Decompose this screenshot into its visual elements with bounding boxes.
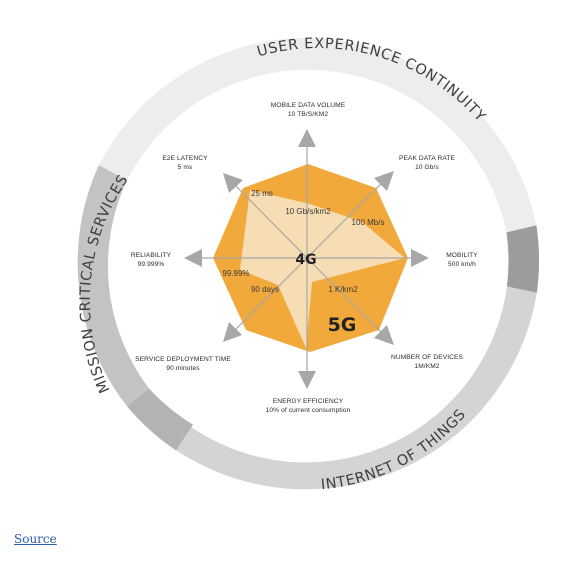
axis-value-mobility: 500 km/h [448, 261, 476, 268]
arrowhead-reliability [184, 249, 202, 267]
arrowhead-mobility [411, 249, 429, 267]
inner-label-devices: 1 K/km2 [328, 285, 358, 294]
source-link[interactable]: Source [14, 532, 57, 546]
axis-value-data-volume: 10 TB/S/KM2 [288, 111, 328, 118]
axis-value-energy: 10% of current consumption [266, 407, 351, 414]
label-5g: 5G [328, 314, 357, 336]
axis-label-latency: E2E LATENCY [162, 155, 208, 162]
ring-segment-user-experience [98, 37, 537, 233]
ring-segment-iot-lower-left [127, 388, 193, 451]
axis-arrowheads [184, 129, 429, 389]
4g-area [240, 190, 405, 348]
arrowhead-deployment [223, 322, 242, 342]
axis-value-peak-rate: 10 Gb/s [415, 164, 439, 171]
axis-label-deployment: SERVICE DEPLOYMENT TIME [135, 356, 231, 363]
inner-label-peak-rate: 100 Mb/s [352, 218, 385, 227]
axis-label-energy: ENERGY EFFICIENCY [273, 398, 344, 405]
axis-value-latency: 5 ms [178, 164, 193, 171]
arrowhead-devices [374, 325, 394, 345]
axis-label-reliability: RELIABILITY [131, 252, 172, 259]
axis-value-devices: 1M/KM2 [414, 363, 439, 370]
inner-label-data-volume: 10 Gb/s/km2 [285, 207, 331, 216]
arrowhead-peak-rate [374, 171, 394, 191]
ring-segment-iot [127, 286, 537, 490]
axis-label-devices: NUMBER OF DEVICES [391, 354, 464, 361]
inner-label-deployment: 90 days [251, 285, 279, 294]
axis-label-data-volume: MOBILE DATA VOLUME [271, 102, 346, 109]
arrowhead-energy [298, 371, 316, 389]
axis-lines [196, 142, 416, 376]
axis-label-mobility: MOBILITY [446, 252, 478, 259]
axis-value-reliability: 99.999% [138, 261, 165, 268]
5g-vs-4g-radar-diagram: USER EXPERIENCE CONTINUITY MISSION CRITI… [77, 36, 540, 493]
axis-value-deployment: 90 minutes [166, 365, 200, 372]
inner-label-reliability: 99.99% [222, 269, 249, 278]
inner-label-latency: 25 ms [251, 189, 273, 198]
ring-segment-mission-critical [77, 165, 150, 407]
ring-segment-gap [506, 225, 540, 293]
axis-label-peak-rate: PEAK DATA RATE [399, 155, 455, 162]
arrowhead-latency [223, 173, 243, 193]
arrowhead-data-volume [298, 129, 316, 147]
label-4g: 4G [295, 252, 316, 268]
